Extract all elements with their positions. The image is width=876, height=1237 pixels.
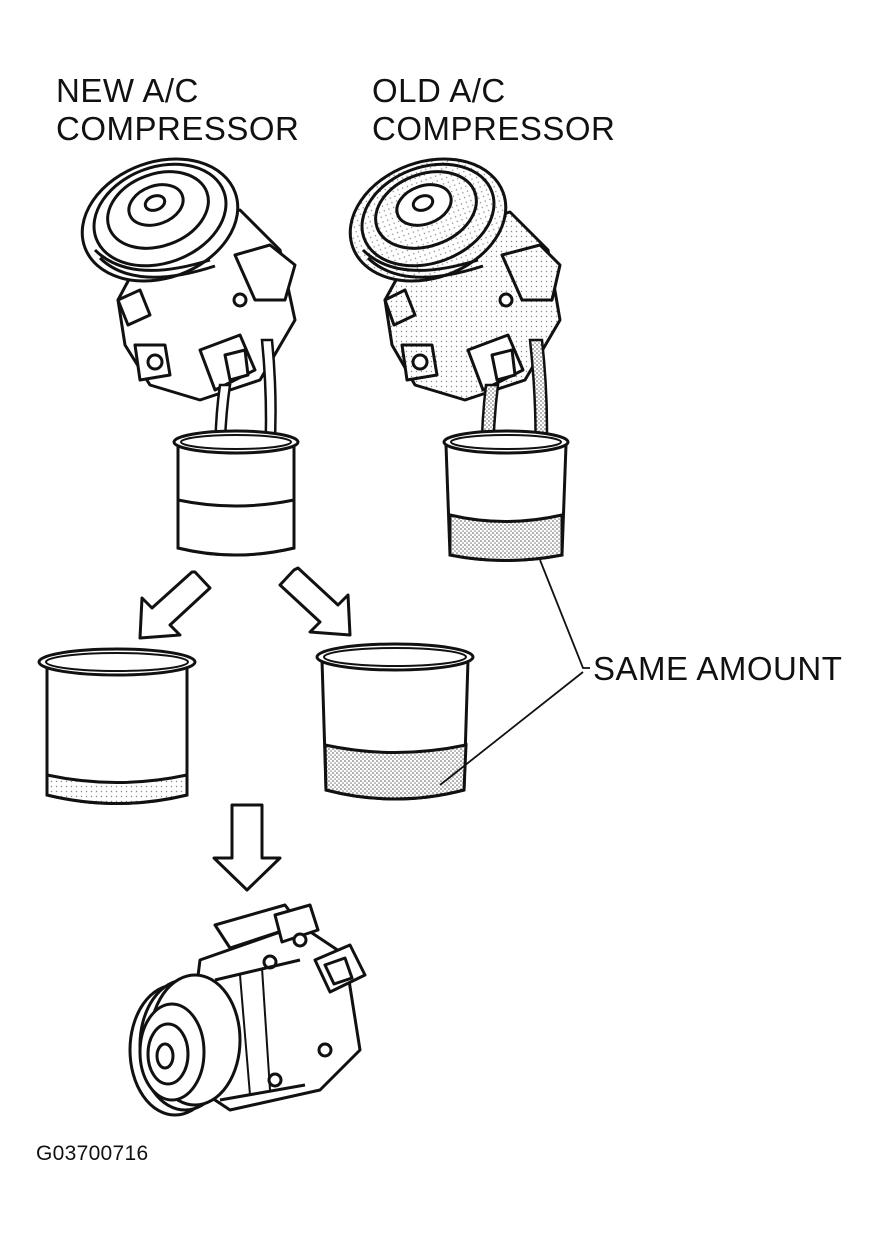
discard-beaker (37, 647, 197, 805)
old-compressor-label-line1: OLD A/C (372, 72, 506, 109)
same-amount-leader-lines (439, 559, 590, 786)
old-compressor-label: OLD A/C COMPRESSOR (372, 72, 615, 148)
measured-oil-beaker (315, 642, 475, 801)
arrow-down-right-icon (278, 566, 352, 637)
arrow-down-left-icon (138, 570, 212, 640)
new-compressor-illustration (80, 157, 297, 402)
old-oil-beaker (442, 429, 570, 562)
old-compressor-illustration (348, 157, 562, 402)
new-oil-beaker (172, 429, 300, 557)
new-compressor-label-line1: NEW A/C (56, 72, 199, 109)
old-compressor-label-line2: COMPRESSOR (372, 110, 616, 147)
split-arrows (138, 566, 352, 640)
same-amount-label: SAME AMOUNT (593, 650, 843, 687)
installed-compressor-illustration (128, 903, 367, 1117)
figure-code: G03700716 (36, 1142, 149, 1165)
arrow-down-icon (212, 803, 282, 892)
new-compressor-label-line2: COMPRESSOR (56, 110, 300, 147)
new-compressor-label: NEW A/C COMPRESSOR (56, 72, 299, 148)
